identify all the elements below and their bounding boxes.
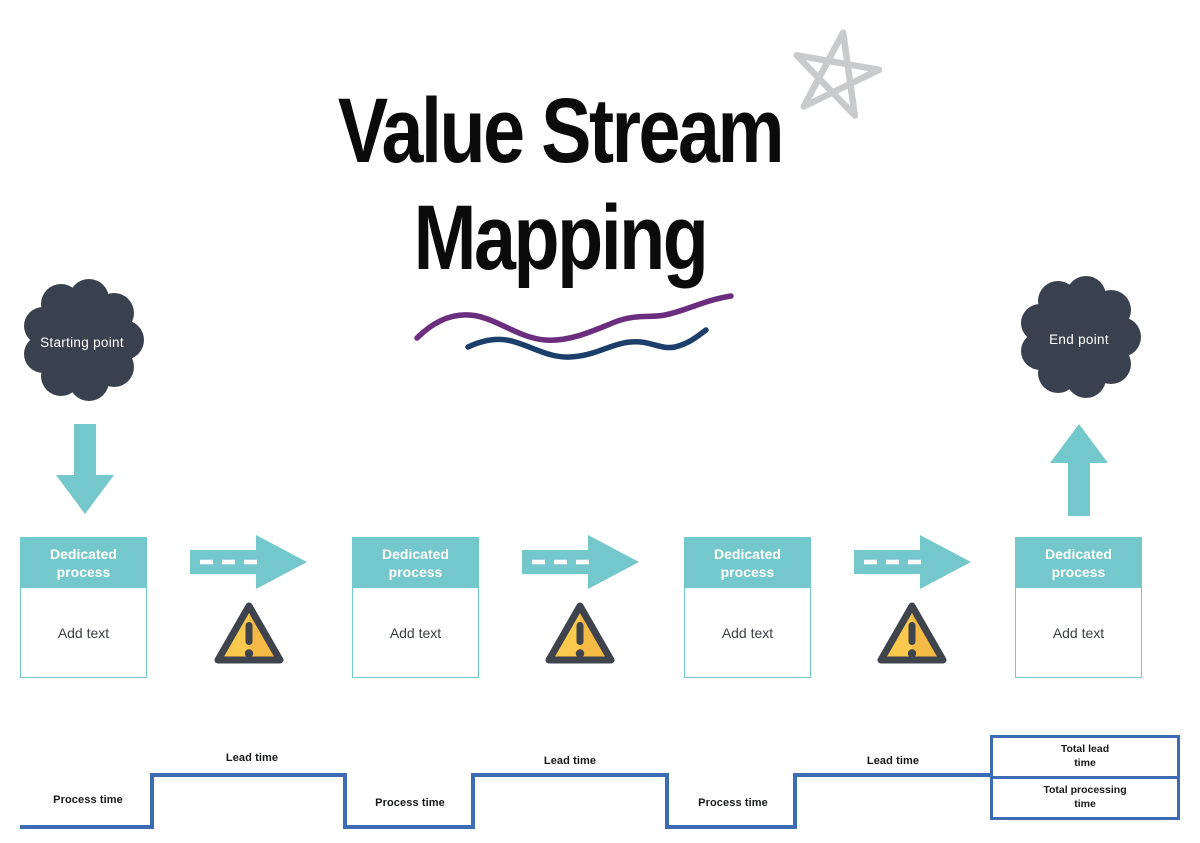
process-box-3: Dedicated process Add text (684, 537, 811, 678)
title-line-1: Value Stream (337, 80, 785, 182)
start-point-label: Starting point (40, 334, 124, 350)
cloud-shape: End point (1014, 274, 1144, 404)
end-point-label: End point (1049, 331, 1109, 347)
start-point-node: Starting point (17, 277, 147, 407)
star-doodle-icon (781, 18, 892, 127)
timeline-label-lead-time-2: Lead time (543, 755, 597, 767)
timeline-label-lead-time-1: Lead time (225, 752, 279, 764)
process-box-text-placeholder[interactable]: Add text (1015, 588, 1142, 678)
total-lead-time-cell: Total lead time (993, 738, 1177, 779)
timeline-step-line (0, 730, 1200, 843)
up-arrow-icon (1050, 424, 1108, 516)
process-box-header: Dedicated process (684, 537, 811, 588)
total-processing-time-cell: Total processing time (1043, 784, 1127, 810)
cloud-shape: Starting point (17, 277, 147, 407)
process-box-2: Dedicated process Add text (352, 537, 479, 678)
warning-triangle-icon (874, 597, 950, 673)
warning-triangle-icon (542, 597, 618, 673)
process-box-header: Dedicated process (352, 537, 479, 588)
process-box-text-placeholder[interactable]: Add text (20, 588, 147, 678)
timeline-label-lead-time-3: Lead time (866, 755, 920, 767)
process-box-header: Dedicated process (1015, 537, 1142, 588)
underline-squiggle-icon (410, 288, 740, 366)
timeline-totals-box: Total lead time Total processing time (990, 735, 1180, 820)
process-box-header: Dedicated process (20, 537, 147, 588)
dashed-arrow-icon (190, 533, 308, 591)
process-box-text-placeholder[interactable]: Add text (352, 588, 479, 678)
timeline-label-process-time-3: Process time (698, 797, 768, 809)
dashed-arrow-icon (522, 533, 640, 591)
process-box-1: Dedicated process Add text (20, 537, 147, 678)
timeline-label-process-time-2: Process time (375, 797, 445, 809)
process-box-text-placeholder[interactable]: Add text (684, 588, 811, 678)
down-arrow-icon (56, 424, 114, 514)
process-box-4: Dedicated process Add text (1015, 537, 1142, 678)
end-point-node: End point (1014, 274, 1144, 404)
timeline-label-process-time-1: Process time (53, 794, 123, 806)
warning-triangle-icon (211, 597, 287, 673)
title-line-2: Mapping (413, 187, 709, 289)
page-title: Value Stream Mapping (160, 78, 960, 292)
dashed-arrow-icon (854, 533, 972, 591)
